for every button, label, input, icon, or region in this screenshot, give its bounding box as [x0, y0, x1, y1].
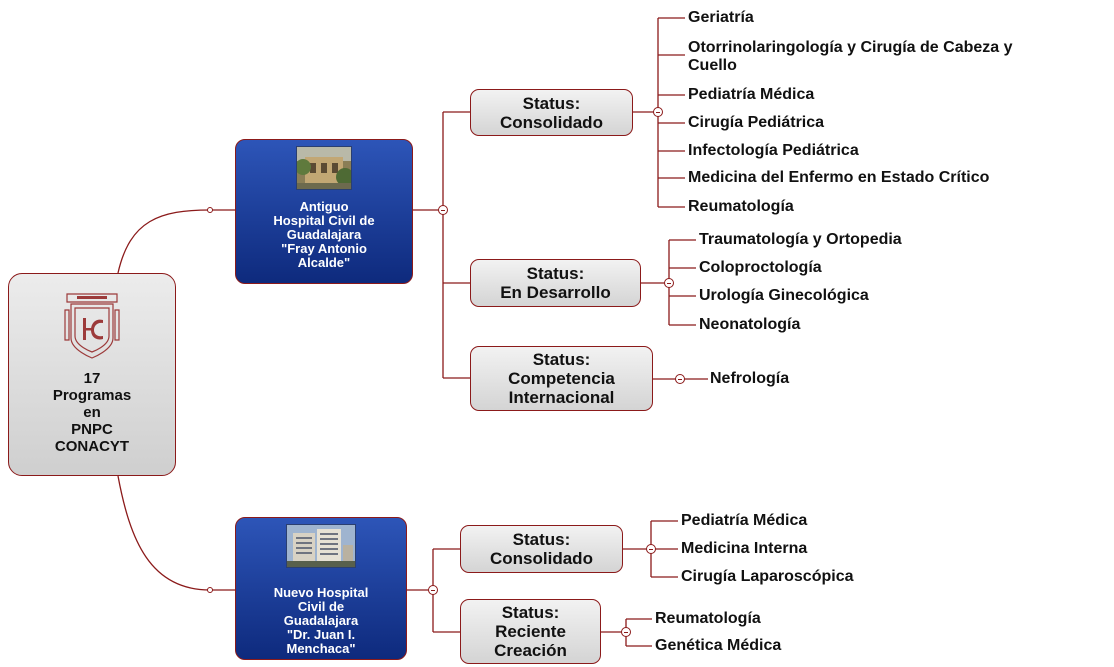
collapse-toggle-icon[interactable] — [675, 374, 685, 384]
program-item[interactable]: Pediatría Médica — [688, 86, 815, 103]
program-item[interactable]: Geriatría — [688, 9, 754, 26]
program-item[interactable]: Traumatología y Ortopedia — [699, 231, 902, 248]
collapse-toggle-icon[interactable] — [428, 585, 438, 595]
hospital-node[interactable]: Nuevo Hospital Civil de Guadalajara "Dr.… — [235, 517, 407, 660]
program-item[interactable]: Urología Ginecológica — [699, 287, 869, 304]
collapse-toggle-icon[interactable] — [653, 107, 663, 117]
program-item[interactable]: Nefrología — [710, 370, 790, 387]
program-item[interactable]: Reumatología — [655, 610, 761, 627]
program-item[interactable]: Medicina Interna — [681, 540, 808, 557]
collapse-toggle-icon[interactable] — [438, 205, 448, 215]
root-connector-dot — [207, 207, 213, 213]
collapse-toggle-icon[interactable] — [621, 627, 631, 637]
program-item[interactable]: Medicina del Enfermo en Estado Crítico — [688, 169, 990, 186]
hospital-label: Nuevo Hospital Civil de Guadalajara "Dr.… — [273, 585, 369, 656]
root-node[interactable]: 17 Programas en PNPC CONACYT — [8, 273, 176, 476]
program-item[interactable]: Infectología Pediátrica — [688, 142, 859, 159]
program-item[interactable]: Otorrinolaringología y Cirugía de Cabeza… — [688, 39, 1013, 74]
program-item[interactable]: Cirugía Laparoscópica — [681, 568, 854, 585]
program-item[interactable]: Reumatología — [688, 198, 794, 215]
hospital-building-photo — [296, 146, 352, 190]
collapse-toggle-icon[interactable] — [646, 544, 656, 554]
collapse-toggle-icon[interactable] — [664, 278, 674, 288]
program-item[interactable]: Cirugía Pediátrica — [688, 114, 825, 131]
hospital-label: Antiguo Hospital Civil de Guadalajara "F… — [273, 199, 375, 270]
status-node[interactable]: Status:En Desarrollo — [470, 259, 641, 307]
university-crest-icon — [64, 293, 120, 359]
root-connector-dot — [207, 587, 213, 593]
hospital-building-photo — [286, 524, 356, 568]
hospital-node[interactable]: Antiguo Hospital Civil de Guadalajara "F… — [235, 139, 413, 284]
status-node[interactable]: Status:Consolidado — [460, 525, 623, 573]
root-label: 17 Programas en PNPC CONACYT — [52, 370, 132, 455]
program-item[interactable]: Neonatología — [699, 316, 801, 333]
program-item[interactable]: Genética Médica — [655, 637, 782, 654]
status-node[interactable]: Status:Consolidado — [470, 89, 633, 136]
program-item[interactable]: Pediatría Médica — [681, 512, 808, 529]
program-item[interactable]: Coloproctología — [699, 259, 822, 276]
